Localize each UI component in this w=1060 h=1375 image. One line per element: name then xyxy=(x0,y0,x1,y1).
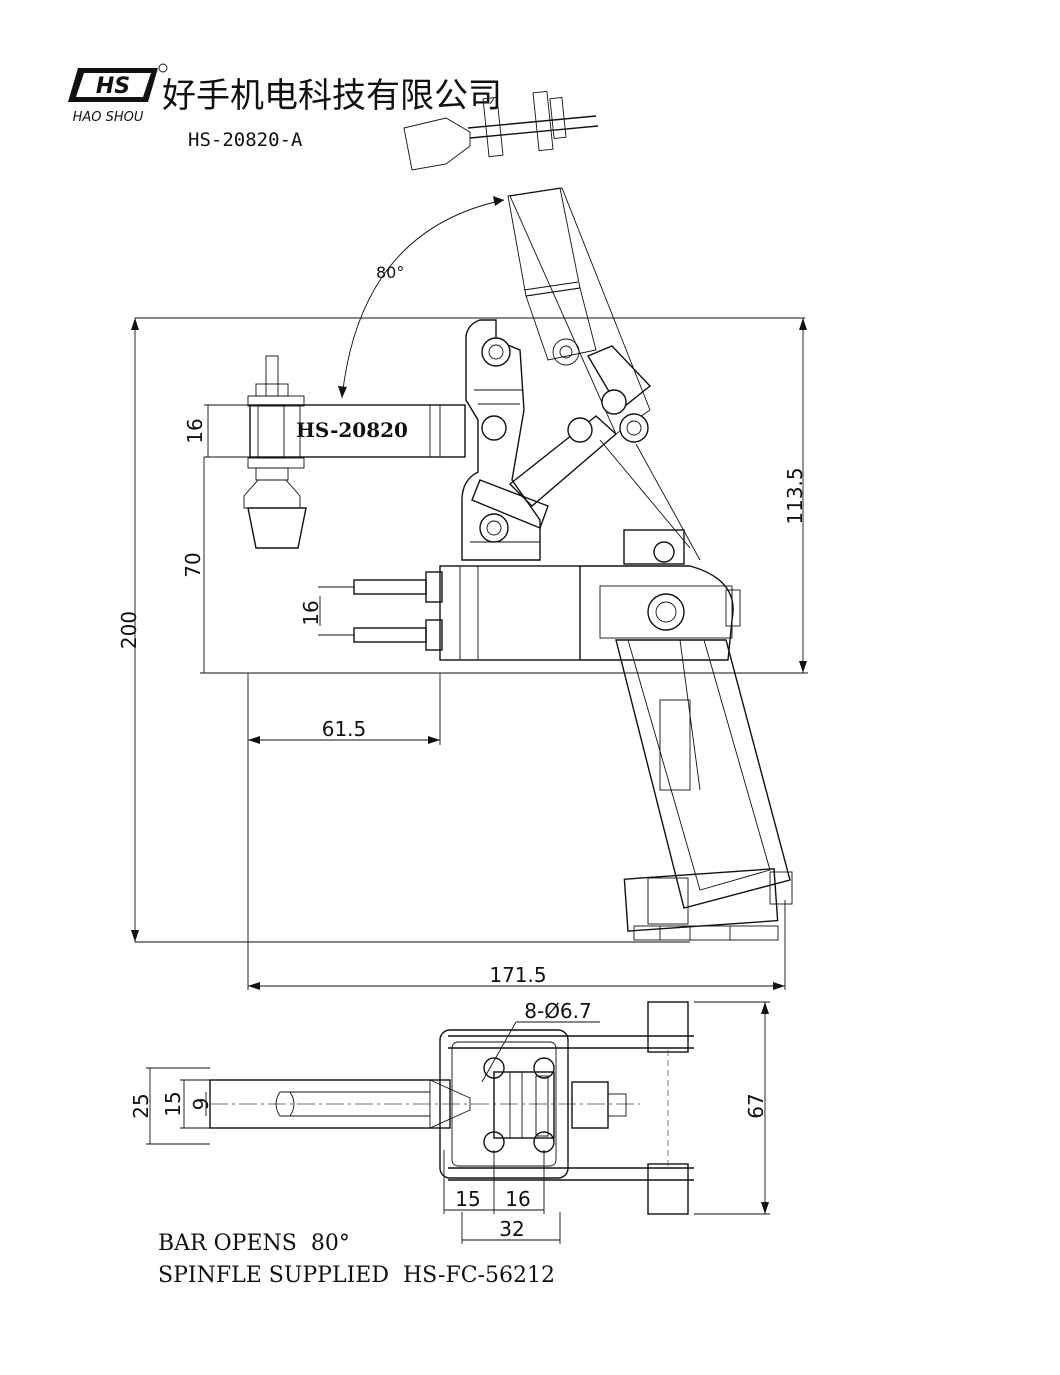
company-logo: HS HAO SHOU xyxy=(68,63,168,125)
dim-70: 70 xyxy=(181,552,205,577)
angle-indicator: 80° xyxy=(338,196,505,399)
mounting-bolts xyxy=(353,571,443,651)
dim-25: 25 xyxy=(129,1093,153,1118)
note-bar-opens: BAR OPENS 80° xyxy=(158,1231,350,1256)
clamp-bar: HS-20820 xyxy=(249,404,466,458)
dimension-frame xyxy=(135,317,808,990)
company-name: 好手机电科技有限公司 xyxy=(162,76,502,116)
logo-brand-name: HAO SHOU xyxy=(73,110,144,125)
dim-61-5: 61.5 xyxy=(322,717,367,741)
dim-holes: 8-Ø6.7 xyxy=(524,999,592,1023)
dim-bar-thickness: 16 xyxy=(183,418,207,443)
top-view xyxy=(209,1001,694,1215)
dim-mount-spacing: 16 xyxy=(299,600,323,625)
dim-overall-height: 200 xyxy=(117,611,141,649)
dim-9: 9 xyxy=(189,1098,213,1111)
note-spindle: SPINFLE SUPPLIED HS-FC-56212 xyxy=(158,1263,555,1288)
dim-16-horizontal: 16 xyxy=(505,1187,530,1211)
angle-label: 80° xyxy=(376,263,404,282)
logo-mark: HS xyxy=(96,74,130,99)
dim-32: 32 xyxy=(499,1217,524,1241)
spindle xyxy=(243,355,307,549)
dim-15-vertical: 15 xyxy=(161,1091,185,1116)
side-dimensions: 16 70 200 113.5 16 61.5 171.5 xyxy=(117,318,807,990)
open-bar-ghost xyxy=(403,90,599,361)
top-dimensions: 8-Ø6.7 25 15 9 67 15 16 32 xyxy=(129,999,770,1244)
dim-15-horizontal: 15 xyxy=(455,1187,480,1211)
bar-label: HS-20820 xyxy=(296,418,408,442)
dim-overall-length: 171.5 xyxy=(489,963,546,987)
model-code: HS-20820-A xyxy=(188,129,303,151)
dim-113-5: 113.5 xyxy=(783,467,807,524)
dim-67: 67 xyxy=(744,1093,768,1118)
cylinder-assembly xyxy=(439,565,793,941)
notes: BAR OPENS 80° SPINFLE SUPPLIED HS-FC-562… xyxy=(158,1231,555,1288)
linkage-body xyxy=(461,187,701,565)
